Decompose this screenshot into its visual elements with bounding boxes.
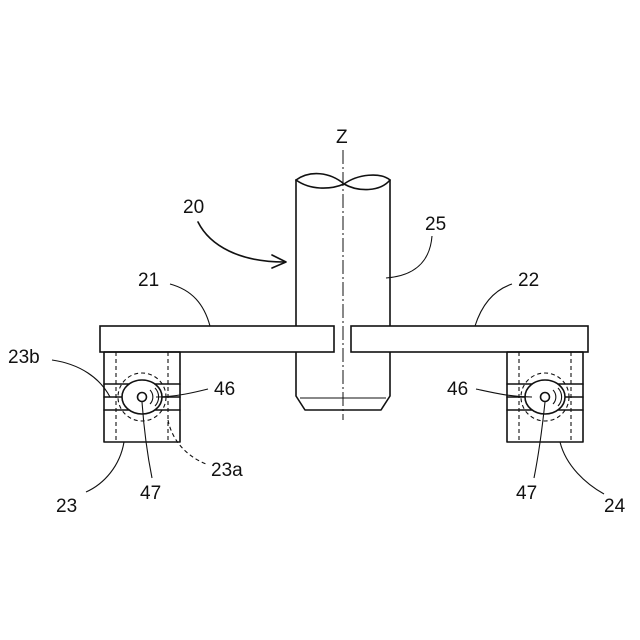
- leader-lines: [52, 222, 604, 494]
- block-right: [507, 352, 583, 442]
- label-25: 25: [425, 214, 446, 235]
- label-46-left: 46: [214, 379, 235, 400]
- label-23: 23: [56, 496, 77, 517]
- label-46-right: 46: [447, 379, 468, 400]
- label-z: Z: [336, 127, 348, 148]
- label-24: 24: [604, 496, 626, 517]
- label-23a: 23a: [211, 460, 243, 481]
- label-23b: 23b: [8, 347, 40, 368]
- label-47-left: 47: [140, 483, 161, 504]
- label-22: 22: [518, 270, 539, 291]
- label-47-right: 47: [516, 483, 537, 504]
- block-left: [104, 352, 180, 442]
- arm-left: [100, 326, 334, 352]
- arm-right: [351, 326, 588, 352]
- label-20: 20: [183, 197, 204, 218]
- label-21: 21: [138, 270, 159, 291]
